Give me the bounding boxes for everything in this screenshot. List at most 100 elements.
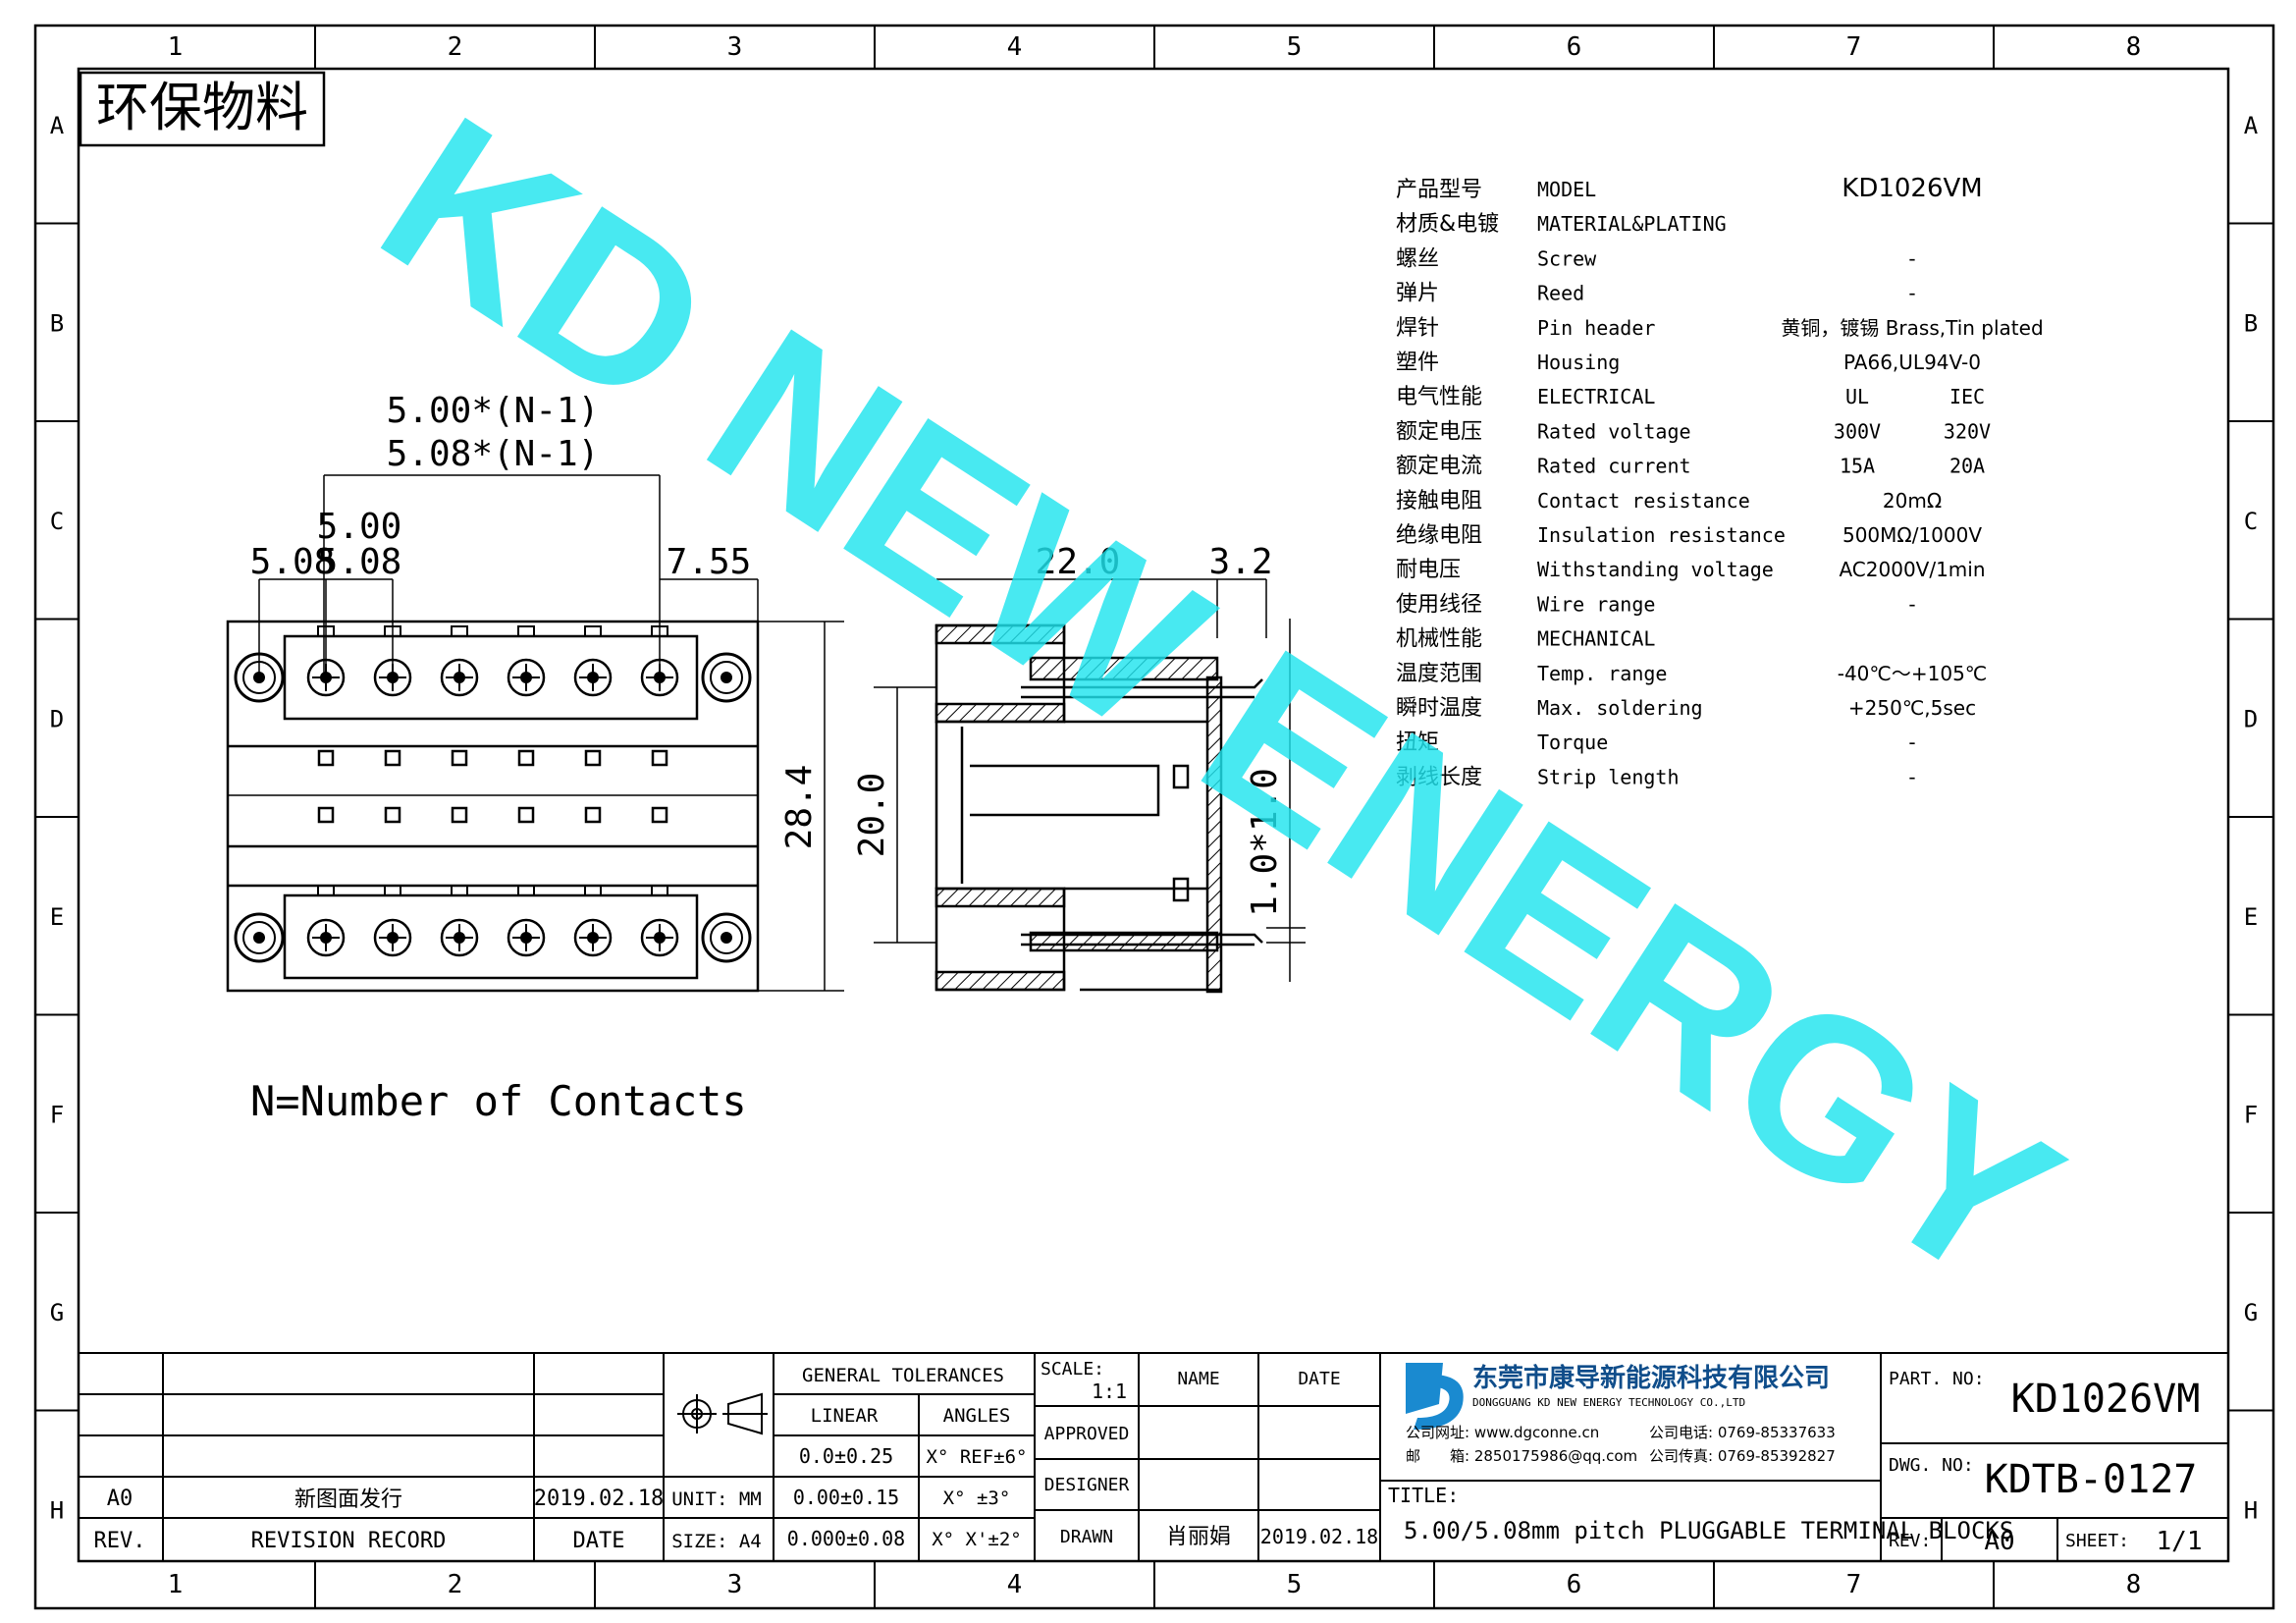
spec-value-iec: 320V (1944, 419, 1991, 443)
row-label: H (2244, 1496, 2258, 1524)
designer-label: DESIGNER (1044, 1475, 1130, 1495)
dwg-no: KDTB-0127 (1985, 1457, 2198, 1502)
spec-label-cn: 扭矩 (1396, 730, 1439, 755)
linear-label: LINEAR (811, 1405, 879, 1427)
spec-value-ul: 300V (1834, 419, 1881, 443)
spec-value-iec: IEC (1949, 385, 1985, 408)
dim-pitch-508: 5.08*(N-1) (387, 434, 600, 474)
column-label: 7 (1846, 1570, 1862, 1599)
spec-label-cn: 瞬时温度 (1396, 696, 1482, 721)
company-name-cn: 东莞市康导新能源科技有限公司 (1472, 1363, 1830, 1393)
wire-hole (517, 749, 535, 767)
dim-pitch-500: 5.00*(N-1) (387, 391, 600, 431)
pin-tab (584, 625, 602, 637)
dim-220: 22.0 (1036, 542, 1121, 582)
spec-value: 黄铜，镀锡 Brass,Tin plated (1781, 316, 2043, 340)
spec-label-cn: 产品型号 (1396, 178, 1482, 202)
screw-terminals (234, 652, 752, 963)
column-label: 4 (1007, 32, 1023, 62)
column-label: 2 (448, 1570, 463, 1599)
flange-screw-inner (710, 921, 743, 954)
wire-hole (451, 749, 468, 767)
dim-508-a: 5.08 (250, 542, 336, 582)
flange-screw (701, 652, 752, 703)
row-label: D (2244, 705, 2258, 732)
rev-date: 2019.02.18 (534, 1487, 664, 1511)
spec-label-en: Rated current (1537, 455, 1691, 478)
spec-value: - (1908, 765, 1915, 788)
column-label: 4 (1007, 1570, 1023, 1599)
terminal-screw-center (454, 932, 465, 944)
company-website: 公司网址: www.dgconne.cn (1406, 1424, 1599, 1441)
front-view (226, 620, 760, 993)
terminal-screw-center (520, 672, 532, 683)
tol-linear-3: 0.000±0.08 (787, 1527, 905, 1550)
company-phone: 公司电话: 0769-85337633 (1649, 1424, 1836, 1441)
rev-label-2: REV: (1889, 1531, 1931, 1551)
spec-label-cn: 温度范围 (1396, 662, 1482, 686)
spec-value: PA66,UL94V-0 (1843, 351, 1981, 374)
spec-label-en: Housing (1537, 351, 1620, 374)
row-label: B (50, 309, 64, 337)
spec-label-en: Wire range (1537, 592, 1655, 616)
spec-label-cn: 弹片 (1396, 282, 1439, 306)
spec-row: 瞬时温度 Max. soldering +250℃,5sec (1396, 696, 1976, 721)
sheet-value: 1/1 (2157, 1527, 2203, 1556)
terminal-screw (573, 918, 613, 957)
column-label: 6 (1567, 32, 1582, 62)
spec-value: - (1908, 592, 1915, 616)
column-grid-ticks (314, 26, 1995, 1608)
dim-508-b: 5.08 (317, 542, 402, 582)
tol-linear-2: 0.00±0.15 (793, 1486, 899, 1509)
spec-label-en: Max. soldering (1537, 696, 1703, 720)
pin-tab (317, 885, 335, 896)
terminal-screw-center (320, 932, 332, 944)
row-label: A (2244, 112, 2259, 139)
row-label: F (50, 1101, 64, 1128)
wire-hole (584, 806, 602, 824)
spec-value: +250℃,5sec (1848, 696, 1976, 720)
dimension-lines (258, 474, 1306, 992)
company-name-en: DONGGUANG KD NEW ENERGY TECHNOLOGY CO.,L… (1472, 1396, 1745, 1409)
terminal-screw-center (387, 932, 399, 944)
row-label: C (50, 508, 64, 535)
spec-label-en: Pin header (1537, 316, 1655, 340)
terminal-screw (573, 658, 613, 697)
spec-label-cn: 接触电阻 (1396, 489, 1482, 514)
terminal-screw-center (587, 932, 599, 944)
dwg-no-label: DWG. NO: (1889, 1455, 1974, 1476)
dim-200: 20.0 (852, 773, 892, 858)
row-label: G (2244, 1299, 2258, 1326)
tol-angle-1: X° REF±6° (927, 1446, 1028, 1468)
scale-value: 1:1 (1092, 1380, 1127, 1403)
spec-label-cn: 额定电流 (1396, 455, 1482, 479)
approved-label: APPROVED (1044, 1424, 1130, 1444)
wire-hole (451, 806, 468, 824)
spec-label-cn: 剥线长度 (1396, 765, 1482, 789)
watermark-text: KD NEW ENERGY (342, 69, 2099, 1332)
date-col-label: DATE (1298, 1369, 1340, 1389)
rev-value-2: A0 (1984, 1527, 2014, 1556)
column-label: 6 (1567, 1570, 1582, 1599)
row-label: H (50, 1496, 64, 1524)
column-label: 7 (1846, 32, 1862, 62)
spec-label-cn: 焊针 (1396, 316, 1439, 341)
tol-angle-2: X° ±3° (943, 1488, 1011, 1509)
wire-hole (317, 806, 335, 824)
spec-value-iec: 20A (1949, 455, 1985, 478)
row-label: F (2244, 1101, 2258, 1128)
spec-value: KD1026VM (1842, 174, 1982, 203)
spec-label-en: Insulation resistance (1537, 523, 1786, 547)
wire-hole (651, 806, 668, 824)
wire-hole (317, 749, 335, 767)
spec-row: 塑件 Housing PA66,UL94V-0 (1396, 351, 1981, 375)
flange-screw (234, 912, 285, 963)
spec-label-cn: 塑件 (1396, 351, 1439, 375)
revision-record-label: REVISION RECORD (251, 1529, 447, 1553)
